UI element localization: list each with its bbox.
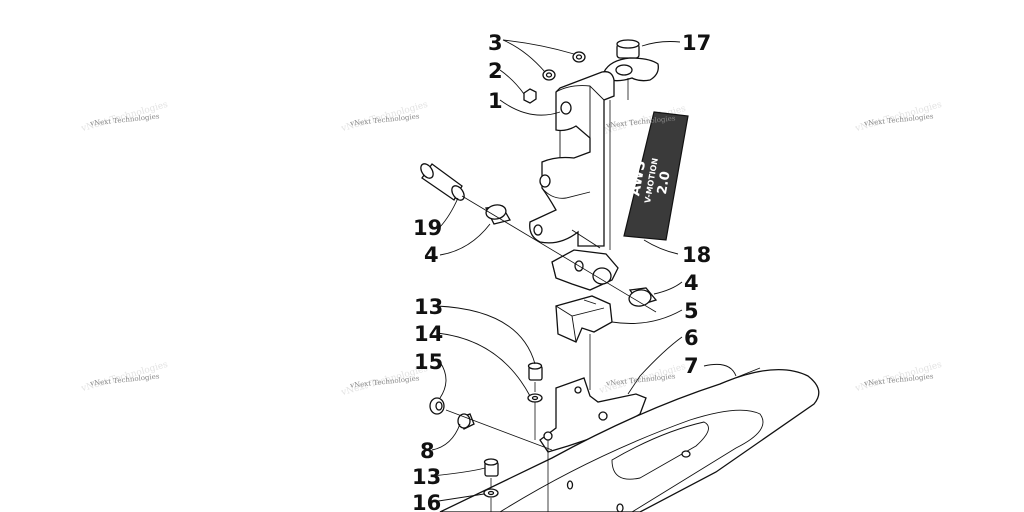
callout-4-right: 4: [684, 271, 699, 295]
callouts: 3 2 1 17 19 4 18 4 5 6 7 13 14 15 8 13 1…: [412, 31, 711, 512]
callout-1: 1: [488, 89, 503, 113]
leader-lines: [431, 39, 737, 503]
part-15-bushing: [429, 397, 445, 415]
part-17-cap: [603, 39, 659, 82]
callout-4-left: 4: [424, 243, 439, 267]
part-3-washer: [542, 51, 586, 81]
part-18-decal: AWS V-MOTION 2.0: [623, 111, 689, 241]
part-8-sleeve: [457, 413, 475, 430]
callout-7: 7: [684, 354, 699, 378]
part-5-pad: [555, 295, 613, 343]
callout-13-lower: 13: [412, 465, 441, 489]
callout-2: 2: [488, 59, 503, 83]
decal-line-1: AWS: [627, 159, 649, 197]
part-4-bushing-right: [628, 287, 658, 307]
callout-16: 16: [412, 491, 441, 512]
callout-13-upper: 13: [414, 295, 443, 319]
callout-18: 18: [682, 243, 711, 267]
callout-5: 5: [684, 299, 699, 323]
callout-19: 19: [413, 216, 442, 240]
part-1-bracket: [529, 71, 615, 249]
part-2-nut: [523, 88, 537, 104]
part-4-bushing-left: [485, 204, 511, 225]
callout-6: 6: [684, 326, 699, 350]
part-13-nut-lower: [483, 458, 499, 477]
callout-17: 17: [682, 31, 711, 55]
part-19-spacer: [420, 163, 465, 201]
part-7-ski: [439, 367, 820, 512]
decal-line-3: 2.0: [655, 170, 674, 195]
callout-14: 14: [414, 322, 443, 346]
assembly-lines: [445, 78, 657, 512]
callout-8: 8: [420, 439, 435, 463]
callout-15: 15: [414, 350, 443, 374]
part-13-nut-upper: [527, 362, 543, 381]
callout-3: 3: [488, 31, 503, 55]
part-16-washer: [483, 488, 499, 498]
part-14-washer: [527, 393, 543, 403]
